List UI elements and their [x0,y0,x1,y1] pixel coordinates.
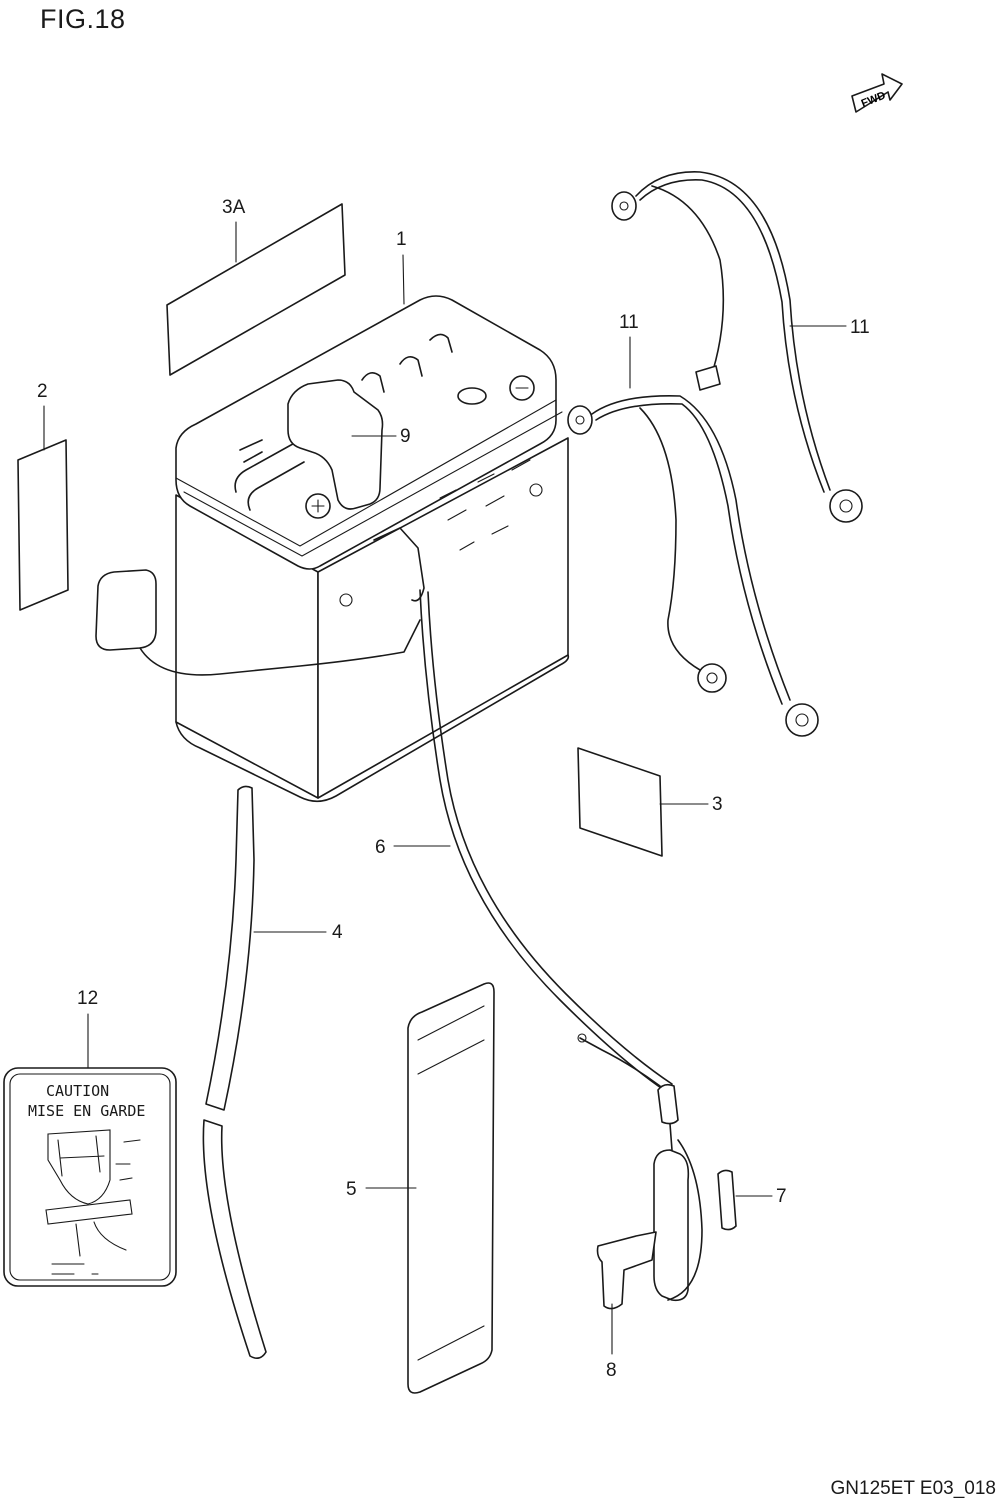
callout-10: 11 [619,312,639,389]
callout-6: 6 [375,837,451,858]
callout-1: 1 [396,229,407,305]
callout-label-3a: 3A [222,197,246,218]
callout-label-5: 5 [346,1179,357,1200]
callout-label-4: 4 [332,922,343,943]
fuse-holder-9 [596,1083,703,1310]
callout-label-10: 11 [619,312,639,333]
callouts: 3A 1 2 9 11 11 3 6 [37,197,870,1381]
label-strip-2 [17,439,69,611]
callout-11: 11 [789,317,870,338]
callout-label-6: 6 [375,837,386,858]
figure-title: FIG.18 [40,4,126,34]
callout-3a: 3A [222,197,246,263]
label-plate-3a [166,203,346,376]
terminal-cover-8 [287,379,384,510]
callout-label-8: 9 [400,426,411,447]
callout-9: 8 [606,1303,617,1381]
breather-tube-4 [202,785,267,1360]
callout-label-3: 3 [712,794,723,815]
drawing-code: GN125ET E03_018 [830,1478,997,1499]
callout-label-7: 7 [776,1186,787,1207]
callout-label-11: 11 [850,317,870,338]
fwd-arrow-icon: FWD [851,73,903,113]
callout-5: 5 [346,1179,417,1200]
label-3 [577,747,663,857]
callout-label-12: 12 [77,988,98,1009]
callout-4: 4 [253,922,343,943]
callout-8: 9 [351,426,411,447]
caution-line-2: MISE EN GARDE [28,1102,145,1120]
battery-1 [175,295,570,803]
callout-12: 12 [77,988,98,1069]
battery-lead-6 [95,527,673,1091]
callout-2: 2 [37,381,48,451]
callout-label-2: 2 [37,381,48,402]
callout-7: 7 [735,1186,787,1207]
battery-cable-10 [567,395,819,737]
earth-lead-11 [611,171,863,523]
fuse-7 [717,1169,737,1231]
callout-3: 3 [659,794,723,815]
callout-label-9: 8 [606,1360,617,1381]
rubber-strap-5 [407,982,495,1394]
caution-label-12: CAUTION MISE EN GARDE [3,1067,177,1287]
caution-line-1: CAUTION [46,1082,109,1100]
callout-label-1: 1 [396,229,407,250]
